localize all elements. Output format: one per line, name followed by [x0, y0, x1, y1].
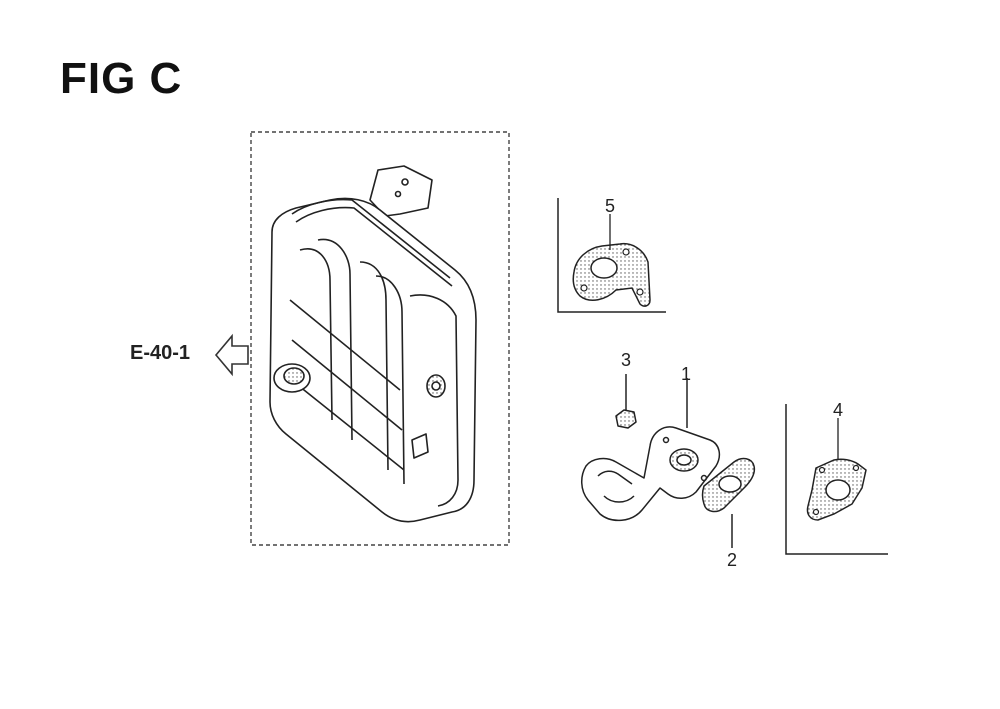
callout-2: 2 — [727, 550, 737, 570]
assembly-dashed-box — [250, 131, 510, 546]
part-4-group — [785, 404, 888, 555]
reference-label: E-40-1 — [130, 342, 191, 364]
figure-title: FIG C — [60, 54, 183, 103]
reference-arrow-icon — [214, 333, 249, 377]
callout-3: 3 — [621, 350, 631, 370]
parts-1-2-3-group — [581, 374, 756, 548]
callout-4: 4 — [833, 400, 843, 420]
callout-5: 5 — [605, 196, 615, 216]
part-5-group — [557, 198, 666, 313]
muffler-drawing — [269, 165, 477, 523]
callout-1: 1 — [681, 364, 691, 384]
